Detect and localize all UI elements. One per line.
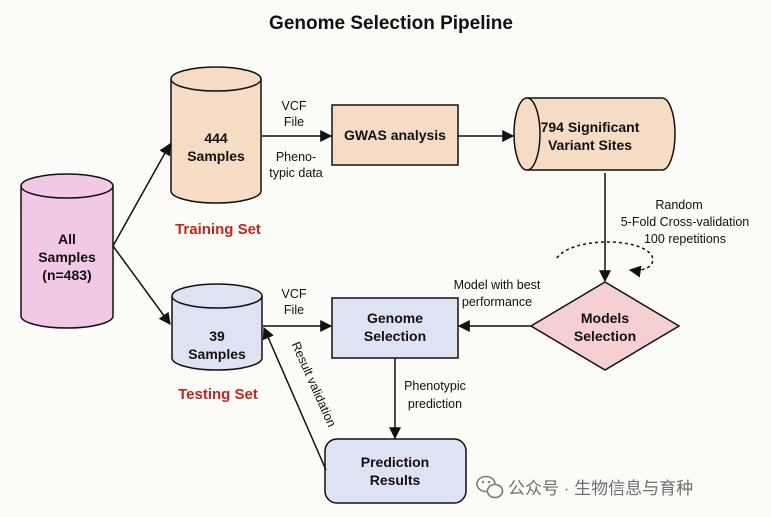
vcf-file-top-line-1: VCF bbox=[282, 99, 307, 113]
random-label-line-1: Random bbox=[655, 198, 702, 212]
prediction-results-line-1: Prediction bbox=[361, 454, 429, 470]
genome-selection-line-1: Genome bbox=[367, 310, 423, 326]
prediction-results-line-2: Results bbox=[370, 472, 421, 488]
arrow-all-to-training bbox=[112, 142, 171, 247]
all-samples-line-3: (n=483) bbox=[42, 267, 91, 283]
random-label-line-3: 100 repetitions bbox=[644, 232, 726, 246]
testing-samples-cylinder: 39 Samples bbox=[171, 283, 263, 371]
variant-sites-line-1: 794 Significant bbox=[541, 119, 640, 135]
diagram-title: Genome Selection Pipeline bbox=[269, 13, 513, 34]
result-validation-label: Result validation bbox=[289, 340, 339, 430]
testing-set-label: Testing Set bbox=[178, 386, 258, 403]
training-samples-label: Samples bbox=[187, 148, 245, 164]
gwas-analysis-box: GWAS analysis bbox=[331, 104, 459, 166]
gwas-analysis-label: GWAS analysis bbox=[344, 127, 446, 143]
phenotypic-prediction-line-1: Phenotypic bbox=[404, 379, 466, 393]
variant-sites-line-2: Variant Sites bbox=[548, 137, 632, 153]
testing-samples-label: Samples bbox=[188, 346, 246, 362]
watermark: 公众号 · 生物信息与育种 bbox=[476, 475, 693, 499]
best-model-line-1: Model with best bbox=[454, 278, 541, 292]
models-selection-line-2: Selection bbox=[574, 328, 636, 344]
phenotypic-prediction-line-2: prediction bbox=[408, 397, 462, 411]
prediction-results-box: Prediction Results bbox=[324, 438, 467, 504]
pheno-data-line-1: Pheno- bbox=[276, 150, 316, 164]
vcf-file-bottom-line-1: VCF bbox=[282, 287, 307, 301]
testing-samples-count: 39 bbox=[209, 328, 225, 344]
training-samples-count: 444 bbox=[204, 130, 228, 146]
wechat-icon bbox=[476, 475, 504, 499]
genome-selection-box: Genome Selection bbox=[331, 297, 459, 359]
training-samples-cylinder: 444 Samples bbox=[170, 66, 262, 204]
vcf-file-top-line-2: File bbox=[284, 115, 304, 129]
all-samples-line-1: All bbox=[58, 231, 76, 247]
genome-selection-line-2: Selection bbox=[364, 328, 426, 344]
variant-sites-cylinder: 794 Significant Variant Sites bbox=[513, 97, 676, 171]
pheno-data-line-2: typic data bbox=[269, 166, 323, 180]
all-samples-cylinder: All Samples (n=483) bbox=[20, 173, 114, 329]
all-samples-line-2: Samples bbox=[38, 249, 96, 265]
training-set-label: Training Set bbox=[175, 221, 261, 238]
models-selection-diamond: Models Selection bbox=[529, 281, 681, 371]
watermark-text: 公众号 · 生物信息与育种 bbox=[508, 479, 693, 498]
arrow-prediction-to-testing bbox=[262, 326, 327, 471]
cross-validation-loop-arrow bbox=[556, 241, 654, 278]
arrow-all-to-testing bbox=[112, 245, 171, 325]
vcf-file-bottom-line-2: File bbox=[284, 303, 304, 317]
models-selection-line-1: Models bbox=[581, 310, 629, 326]
random-label-line-2: 5-Fold Cross-validation bbox=[621, 215, 750, 229]
best-model-line-2: performance bbox=[462, 295, 532, 309]
